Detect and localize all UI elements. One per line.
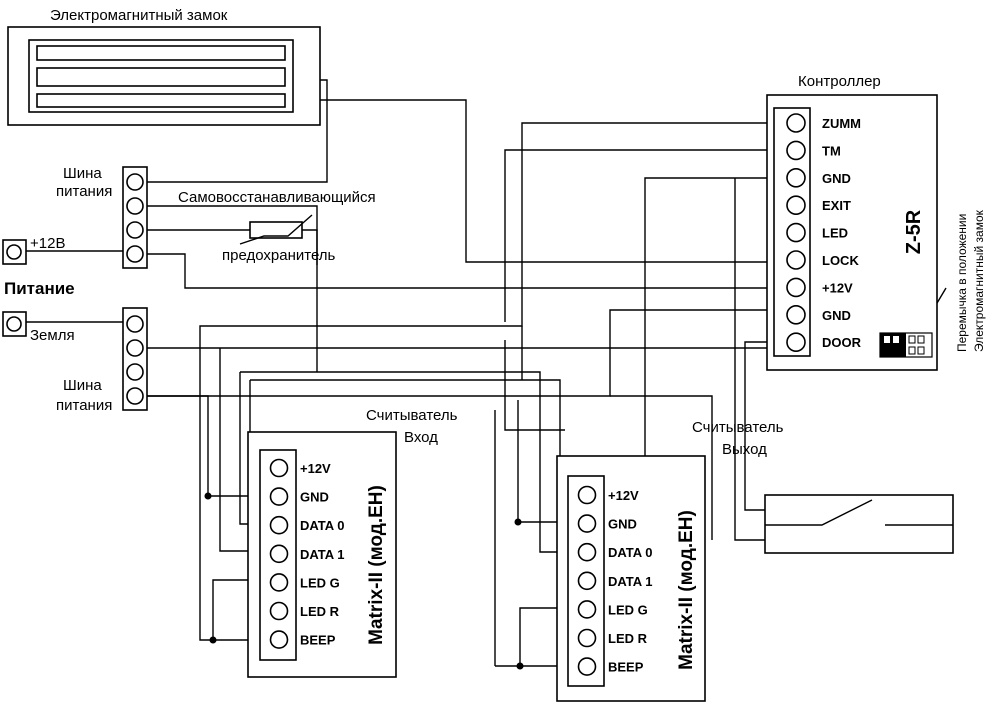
power-bus-bottom: Шина питания (56, 307, 148, 414)
resettable-fuse: Самовосстанавливающийся предохранитель (178, 189, 376, 264)
controller-terminal-2 (786, 140, 806, 161)
bus-bottom-label-2: питания (56, 397, 112, 414)
fuse-label-2: предохранитель (222, 247, 336, 264)
controller-pin-label-8: GND (822, 308, 851, 323)
jumper-note-2: Электромагнитный замок (972, 209, 986, 352)
reader-in-terminal-7 (269, 630, 289, 649)
controller: Контроллер ZUMM TM GND EXIT LED LOCK +12V GND DO… (766, 73, 938, 371)
reader-out-terminal-7 (577, 657, 597, 676)
controller-pin-label-2: TM (822, 143, 841, 158)
controller-terminal-3 (786, 168, 806, 188)
controller-terminal-1 (786, 113, 806, 133)
power-bus-top: Шина питания (56, 165, 148, 269)
electromagnetic-lock: Электромагнитный замок (7, 7, 321, 126)
controller-pin-label-7: +12V (822, 280, 853, 295)
reader-out-pin-label-2: GND (608, 517, 637, 532)
bus-top-label-2: питания (56, 183, 112, 200)
controller-terminal-8 (786, 304, 806, 325)
controller-pins: ZUMM TM GND EXIT LED LOCK +12V GND DOOR (786, 113, 862, 353)
controller-model: Z-5R (903, 209, 925, 254)
reader-out: Считыватель Выход +12V GND DATA 0 DATA 1 LED… (556, 419, 784, 702)
power-plus-label: +12В (30, 235, 65, 252)
reader-in-label-2: Вход (404, 429, 438, 446)
reader-out-terminal-4 (577, 571, 597, 591)
reader-in-pin-label-1: +12V (300, 461, 331, 476)
power-terminals: +12В Питание Земля (2, 235, 75, 344)
reader-out-terminal-1 (577, 485, 597, 505)
reader-in-pin-label-6: LED R (300, 604, 340, 619)
lock-title: Электромагнитный замок (50, 7, 228, 24)
reader-out-terminal-2 (577, 514, 597, 533)
power-ground-label: Земля (30, 327, 75, 344)
fuse-label-1: Самовосстанавливающийся (178, 189, 376, 206)
controller-pin-label-6: LOCK (822, 253, 859, 268)
reader-out-pin-label-6: LED R (608, 631, 648, 646)
reader-in-pin-label-2: GND (300, 490, 329, 505)
controller-terminal-9 (786, 332, 806, 353)
reader-in-terminal-1 (269, 458, 289, 478)
reader-out-model: Matrix-II (мод.EH) (676, 510, 697, 670)
controller-pin-label-5: LED (822, 226, 848, 241)
jumper-block (879, 332, 933, 358)
power-title: Питание (4, 279, 75, 298)
reader-out-pin-label-7: BEEP (608, 660, 644, 675)
reader-in-pin-label-5: LED G (300, 575, 340, 590)
controller-pin-label-3: GND (822, 171, 851, 186)
controller-terminal-7 (786, 277, 806, 298)
reader-out-terminal-5 (577, 600, 597, 619)
reader-out-pin-label-5: LED G (608, 602, 648, 617)
reader-in-pin-label-4: DATA 1 (300, 547, 345, 562)
reader-out-pin-label-4: DATA 1 (608, 574, 653, 589)
reader-in-pin-label-7: BEEP (300, 633, 336, 648)
exit-button (764, 494, 954, 554)
controller-terminal-5 (786, 222, 806, 243)
reader-in-terminal-6 (269, 601, 289, 621)
reader-out-label-1: Считыватель (692, 419, 784, 436)
reader-in-terminal-4 (269, 544, 289, 564)
reader-in-label-1: Считыватель (366, 407, 458, 424)
jumper-note-1: Перемычка в положении (955, 214, 969, 352)
controller-pin-label-9: DOOR (822, 335, 862, 350)
reader-in-model: Matrix-II (мод.EH) (366, 485, 387, 645)
controller-pin-label-1: ZUMM (822, 116, 861, 131)
reader-out-pin-label-3: DATA 0 (608, 545, 653, 560)
reader-in-terminal-3 (269, 515, 289, 535)
reader-out-terminal-6 (577, 628, 597, 648)
reader-in-pins: +12V GND DATA 0 DATA 1 LED G LED R BEEP (269, 458, 345, 649)
bus-bottom-label-1: Шина (63, 377, 102, 394)
reader-in-pin-label-3: DATA 0 (300, 518, 345, 533)
reader-out-terminal-3 (577, 542, 597, 562)
controller-title: Контроллер (798, 73, 881, 90)
controller-terminal-4 (786, 195, 806, 215)
controller-terminal-6 (786, 250, 806, 270)
bus-top-label-1: Шина (63, 165, 102, 182)
reader-out-label-2: Выход (722, 441, 767, 458)
reader-out-pins: +12V GND DATA 0 DATA 1 LED G LED R BEEP (577, 485, 653, 676)
reader-in: Считыватель Вход +12V GND DATA 0 DATA 1 LED … (247, 407, 458, 678)
reader-out-pin-label-1: +12V (608, 488, 639, 503)
reader-in-terminal-2 (269, 487, 289, 506)
controller-pin-label-4: EXIT (822, 198, 851, 213)
reader-in-terminal-5 (269, 573, 289, 592)
junction-dots (204, 492, 524, 670)
